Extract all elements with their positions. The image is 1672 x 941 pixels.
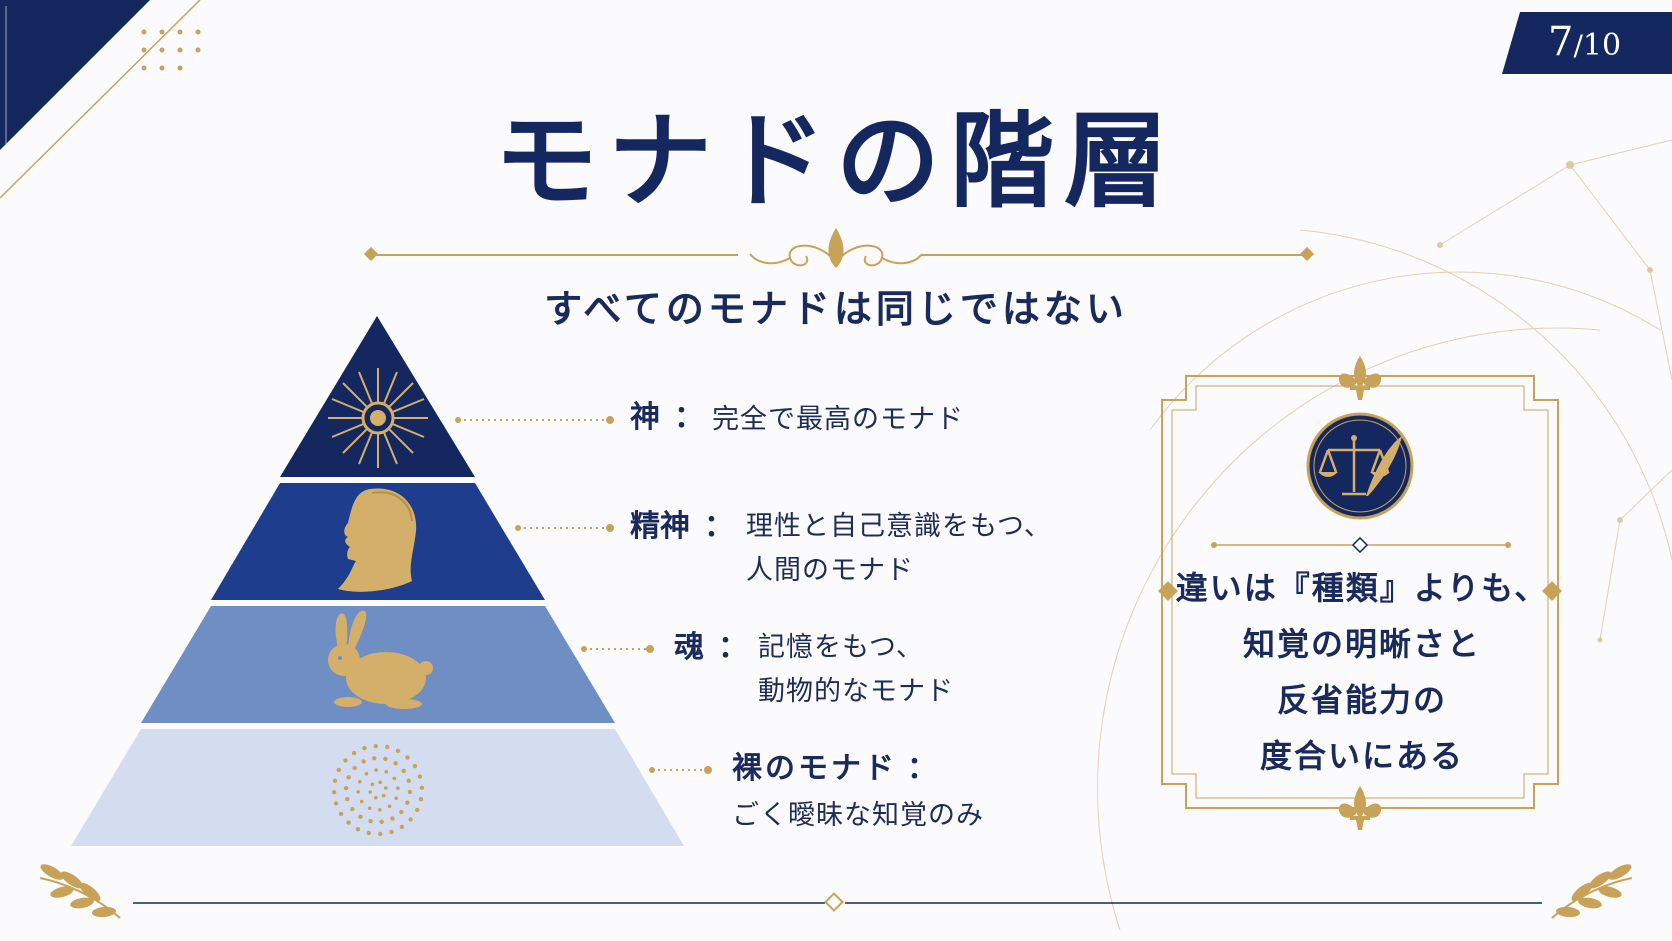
page-current: 7: [1548, 19, 1574, 65]
conclusion-line-2: 知覚の明晰さと: [1242, 625, 1481, 663]
conclusion-divider: [1211, 536, 1511, 554]
tier-desc-soul-1: 記憶をもつ、: [758, 632, 924, 663]
tier-desc-god: 完全で最高のモナド: [712, 404, 964, 435]
corner-triangle: [0, 0, 150, 150]
bottom-divider: [133, 892, 1542, 912]
rabbit-icon: [328, 610, 433, 709]
title-divider: [363, 228, 1315, 268]
tier-label-spirit: 精神：: [630, 509, 734, 544]
conclusion-line-1: 違いは『種類』よりも、: [1175, 569, 1549, 607]
conclusion-text: 違いは『種類』よりも、 知覚の明晰さと 反省能力の 度合いにある: [1170, 560, 1554, 784]
page-number-badge: 7/10: [1502, 12, 1672, 74]
human-profile-icon: [338, 488, 417, 592]
constellation-decoration: [1097, 139, 1672, 931]
laurel-left-decoration: [39, 864, 121, 919]
dot-grid-decoration: [141, 29, 201, 71]
tier-label-soul: 魂：: [674, 630, 748, 665]
page-subtitle: すべてのモナドは同じではない: [544, 286, 1128, 331]
laurel-right-decoration: [1551, 864, 1633, 919]
tier-desc-bare: ごく曖昧な知覚のみ: [732, 800, 984, 831]
tier-desc-spirit-1: 理性と自己意識をもつ、: [746, 511, 1052, 542]
tier-label-bare: 裸のモナド：: [732, 751, 940, 786]
page-title: モナドの階層: [493, 99, 1178, 222]
dot-circle-icon: [331, 743, 425, 837]
tier-connectors: [458, 419, 708, 771]
tier-label-god: 神：: [630, 400, 704, 435]
pyramid-tier-bare: [71, 729, 684, 846]
tier-desc-soul-2: 動物的なモナド: [758, 676, 954, 707]
sun-burst-icon: [328, 368, 428, 468]
page-total: 10: [1582, 28, 1622, 63]
page-separator: /: [1573, 29, 1583, 62]
fleur-de-lis-bottom-icon: [1338, 786, 1382, 830]
tier-desc-spirit-2: 人間のモナド: [746, 555, 914, 586]
fleur-de-lis-top-icon: [1338, 356, 1382, 400]
scales-and-quill-icon: [1306, 412, 1414, 520]
corner-gold-line: [0, 0, 201, 199]
conclusion-line-3: 反省能力の: [1276, 681, 1447, 719]
conclusion-line-4: 度合いにある: [1259, 737, 1464, 775]
